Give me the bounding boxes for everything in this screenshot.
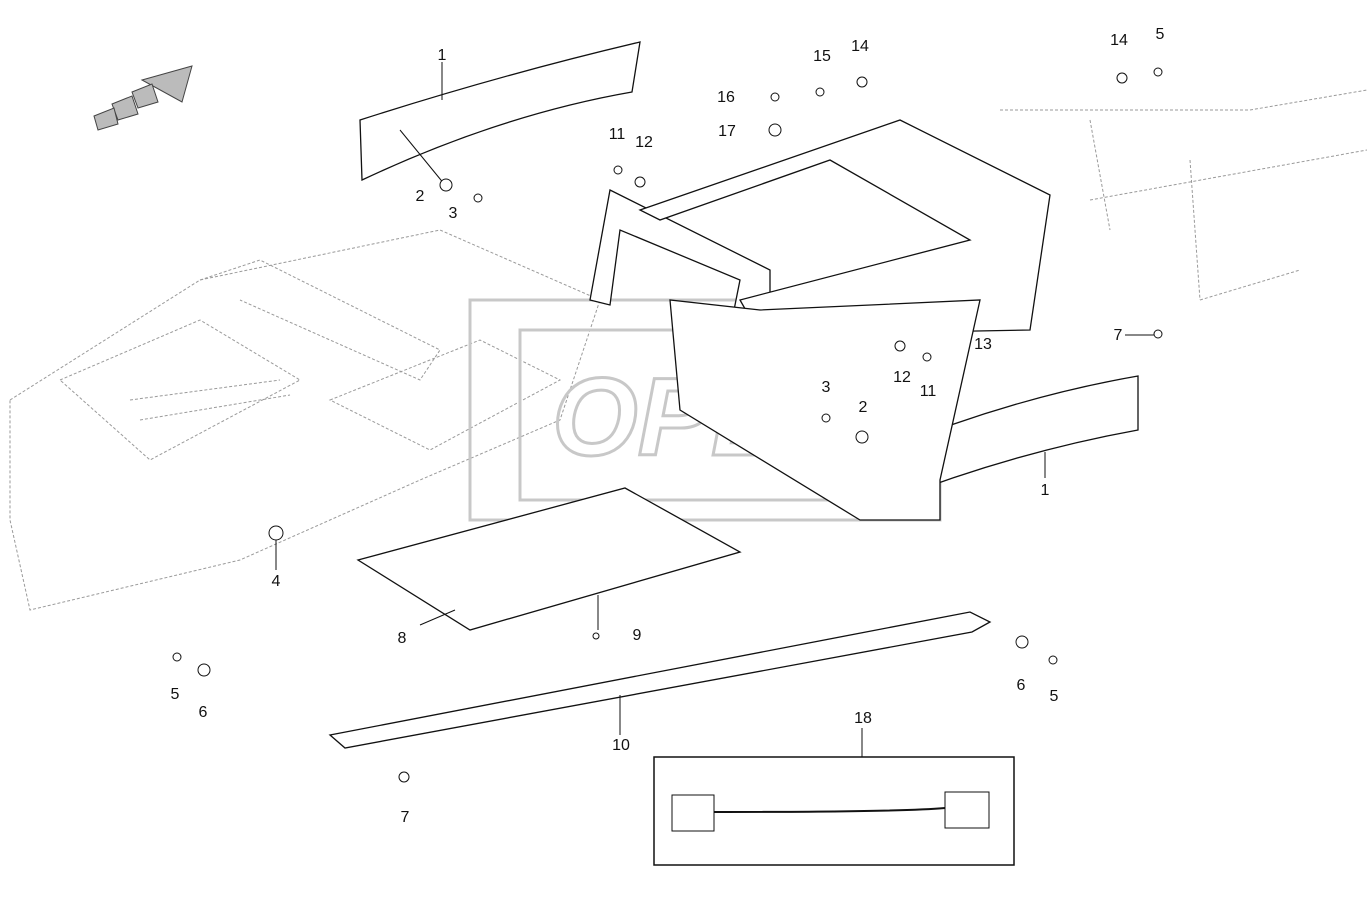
part-13-top (638, 119, 1051, 336)
callout-12-right: 12 (893, 369, 911, 386)
callout-9: 9 (633, 627, 642, 644)
callout-3-left: 3 (449, 205, 458, 222)
callout-2-right: 2 (859, 399, 868, 416)
callout-5-top: 5 (1156, 26, 1165, 43)
callout-5-left: 5 (171, 686, 180, 703)
callout-10: 10 (612, 737, 630, 754)
callout-12-top: 12 (635, 134, 653, 151)
callout-17: 17 (718, 123, 736, 140)
callout-6-left: 6 (199, 704, 208, 721)
part-10-rod (328, 611, 992, 749)
direction-arrow-icon (93, 65, 193, 131)
callout-11-top: 11 (609, 126, 626, 143)
callout-13: 13 (974, 336, 992, 353)
callout-14-right: 14 (1110, 32, 1128, 49)
callout-7-bottom: 7 (401, 809, 410, 826)
part-1-top-plate (359, 41, 641, 182)
callout-14-center: 14 (851, 38, 869, 55)
fastener-icons (172, 67, 1163, 783)
callout-3-right: 3 (822, 379, 831, 396)
part-18-cable-icon (671, 791, 990, 832)
callout-11-right: 11 (920, 383, 937, 400)
callout-1-right: 1 (1041, 482, 1050, 499)
part-8-plate (356, 487, 742, 631)
callout-2-left: 2 (416, 188, 425, 205)
callout-15: 15 (813, 48, 831, 65)
callout-16: 16 (717, 89, 735, 106)
part-13-base (669, 299, 981, 521)
callout-7-right: 7 (1114, 327, 1123, 344)
callout-4: 4 (272, 573, 281, 590)
callout-5-right: 5 (1050, 688, 1059, 705)
callout-6-right: 6 (1017, 677, 1026, 694)
leader-lines (275, 62, 1155, 757)
machine-frame-background (9, 89, 1367, 611)
callout-1-top: 1 (438, 47, 447, 64)
callout-18: 18 (854, 710, 872, 727)
callout-8: 8 (398, 630, 407, 647)
